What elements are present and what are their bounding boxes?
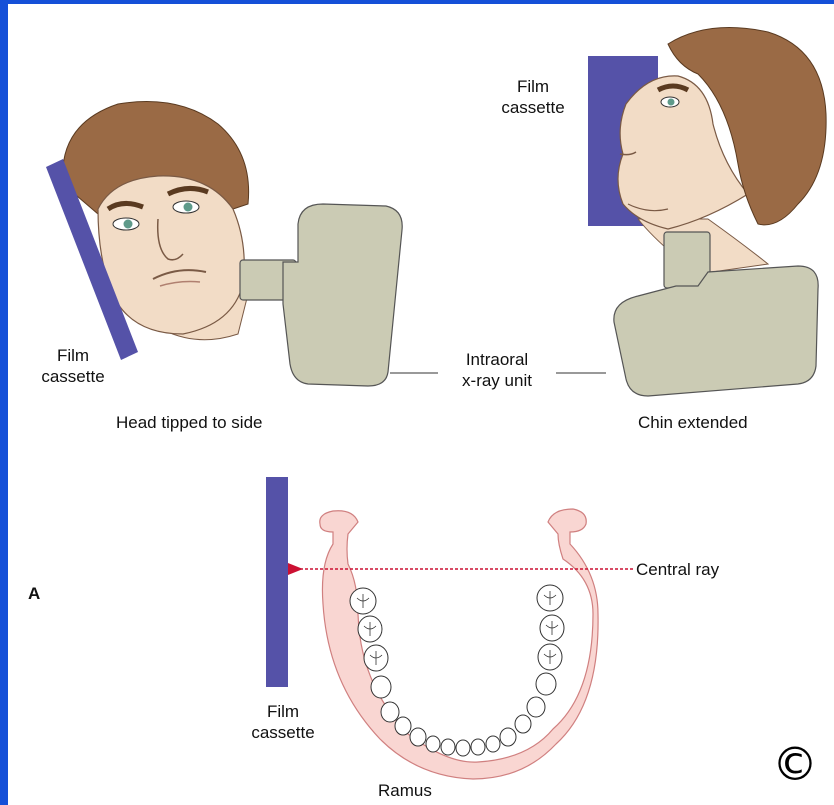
label-film-top-line2: cassette (488, 97, 578, 118)
label-film-left-line2: cassette (28, 366, 118, 387)
panel-letter: A (28, 583, 40, 604)
copyright-symbol: © (772, 741, 818, 787)
label-intraoral-line2: x-ray unit (438, 370, 556, 391)
label-film-cassette-bottom: Film cassette (238, 701, 328, 743)
label-film-cassette-left: Film cassette (28, 345, 118, 387)
label-ramus: Ramus (378, 780, 432, 801)
label-film-cassette-top: Film cassette (488, 76, 578, 118)
label-film-bottom-line1: Film (238, 701, 328, 722)
xray-unit-left (240, 204, 402, 386)
label-film-left-line1: Film (28, 345, 118, 366)
positioning-diagram (8, 4, 834, 805)
label-film-top-line1: Film (488, 76, 578, 97)
film-cassette-bottom (266, 477, 288, 687)
label-intraoral-line1: Intraoral (438, 349, 556, 370)
mandible (320, 509, 598, 779)
head-tipped-figure (63, 102, 249, 340)
caption-chin-extended: Chin extended (638, 412, 748, 433)
label-central-ray: Central ray (636, 559, 719, 580)
caption-head-tipped: Head tipped to side (116, 412, 263, 433)
label-intraoral-xray-unit: Intraoral x-ray unit (438, 349, 556, 391)
label-film-bottom-line2: cassette (238, 722, 328, 743)
illustration-frame: Film cassette Film cassette Intraoral x-… (8, 4, 834, 805)
